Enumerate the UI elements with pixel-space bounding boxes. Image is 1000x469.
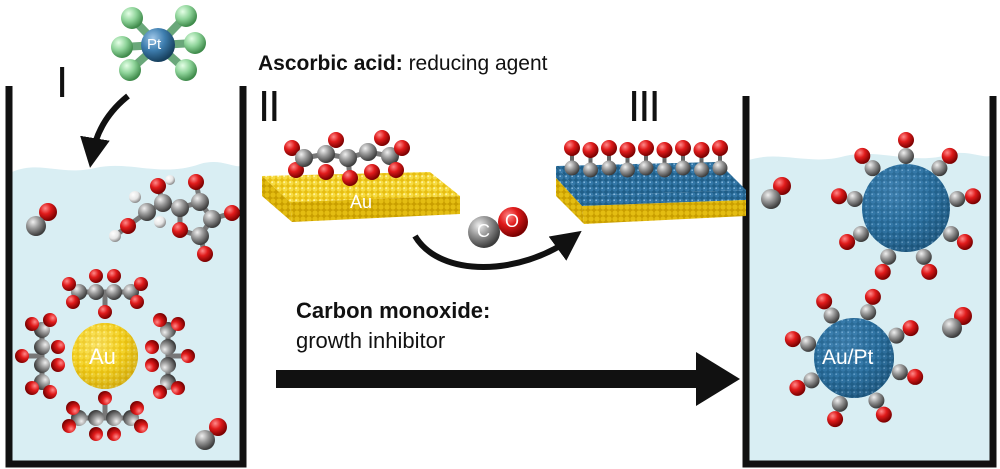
oxygen-atom (498, 207, 528, 237)
au-slab-label: Au (350, 192, 373, 212)
carbon-monoxide-role: growth inhibitor (296, 328, 446, 353)
co-molecule (761, 177, 791, 209)
carbon-atom (468, 216, 500, 248)
right-beaker-outline (742, 96, 997, 468)
alloy-particle-label: Au/Pt (822, 346, 874, 369)
pt-addition-arrow (80, 93, 130, 168)
labeled-co-molecule (468, 207, 528, 248)
adsorbed-citrate (284, 130, 410, 186)
ascorbic-acid-molecule (109, 174, 240, 262)
pt-atom-label: Pt (147, 36, 162, 53)
ascorbic-acid-caption: Ascorbic acid: reducing agent (258, 52, 548, 76)
pt-atom (141, 28, 175, 62)
ptf6-molecule (111, 5, 206, 81)
step-label-2: II (258, 82, 280, 131)
oxygen-atom-label: O (505, 211, 520, 231)
carbon-monoxide-title: Carbon monoxide: (296, 298, 491, 323)
co-capped-aupt-nanoparticle (784, 288, 924, 428)
step-label-1: I (56, 58, 68, 107)
ascorbic-acid-title: Ascorbic acid: (258, 52, 403, 75)
au-slab (262, 172, 460, 222)
step-label-3: III (628, 82, 661, 131)
adsorbed-co-array (564, 140, 728, 178)
citrate-capped-au-nanoparticle (15, 269, 195, 441)
ascorbic-acid-role: reducing agent (408, 52, 548, 75)
co-capped-aupt-nanoparticle (831, 132, 981, 280)
co-adsorption-arrow (412, 230, 582, 270)
process-arrow (276, 352, 740, 406)
co-molecule (195, 418, 227, 450)
co-molecule (26, 203, 57, 236)
carbon-atom-label: C (477, 221, 490, 241)
carbon-monoxide-caption: Carbon monoxide: growth inhibitor (296, 296, 490, 356)
co-molecule (942, 307, 972, 338)
gold-particle-label: Au (89, 344, 116, 369)
left-beaker-outline (5, 86, 247, 468)
